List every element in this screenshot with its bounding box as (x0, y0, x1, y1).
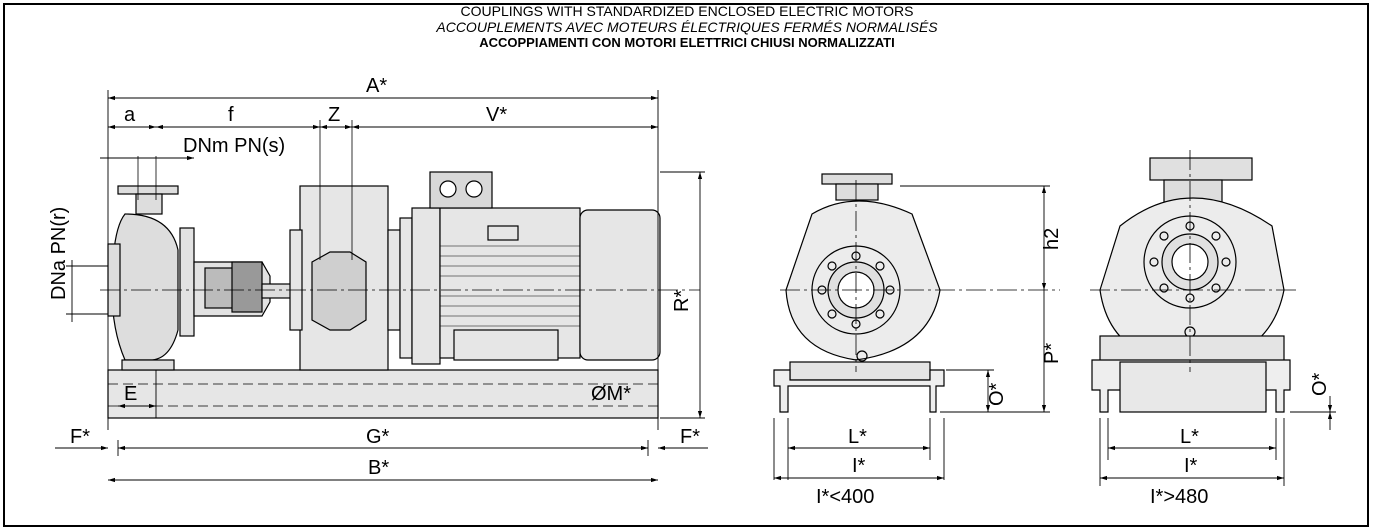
dim-F-left: F* (70, 426, 90, 448)
dim-E: E (124, 383, 137, 405)
front2-dimensions (1099, 396, 1336, 486)
dim-V: V* (486, 104, 507, 126)
side-view (100, 120, 700, 419)
side-dimensions (55, 90, 708, 483)
dim-R: R* (671, 290, 693, 312)
dim-Z: Z (328, 104, 340, 126)
front1-dimensions (773, 185, 1050, 481)
drawing-frame (3, 3, 1369, 527)
title-french: ACCOUPLEMENTS AVEC MOTEURS ÉLECTRIQUES F… (436, 19, 938, 35)
dim-OM: ØM* (591, 383, 631, 405)
dim-G: G* (366, 426, 390, 448)
dim-O-1: O* (986, 382, 1008, 406)
dim-L-2: L* (1180, 426, 1199, 448)
bearing-housing (179, 227, 271, 337)
dim-A: A* (366, 75, 387, 97)
dim-h2: h2 (1041, 228, 1063, 250)
dim-a: a (124, 104, 136, 126)
note-I-greater-480: I*>480 (1150, 486, 1208, 508)
dim-I-1: I* (852, 455, 866, 477)
dim-O-2: O* (1309, 372, 1331, 396)
dim-DNm: DNm PN(s) (183, 135, 285, 157)
dim-L-1: L* (848, 426, 867, 448)
title-english: COUPLINGS WITH STANDARDIZED ENCLOSED ELE… (460, 3, 914, 19)
front-view-small (773, 173, 1060, 413)
dim-F-right: F* (680, 426, 700, 448)
dim-B: B* (368, 457, 389, 479)
coupling-guard (289, 185, 401, 371)
dim-I-2: I* (1184, 455, 1198, 477)
pump-body (107, 185, 179, 371)
note-I-less-400: I*<400 (816, 486, 874, 508)
dim-P: P* (1041, 343, 1063, 364)
front-view-large (1090, 150, 1300, 413)
title-italian: ACCOPPIAMENTI CON MOTORI ELETTRICI CHIUS… (479, 35, 895, 50)
dim-f: f (228, 104, 234, 126)
motor-fins (440, 245, 580, 327)
electric-motor (399, 171, 661, 365)
dim-DNa: DNa PN(r) (48, 207, 70, 300)
baseplate (107, 369, 659, 419)
